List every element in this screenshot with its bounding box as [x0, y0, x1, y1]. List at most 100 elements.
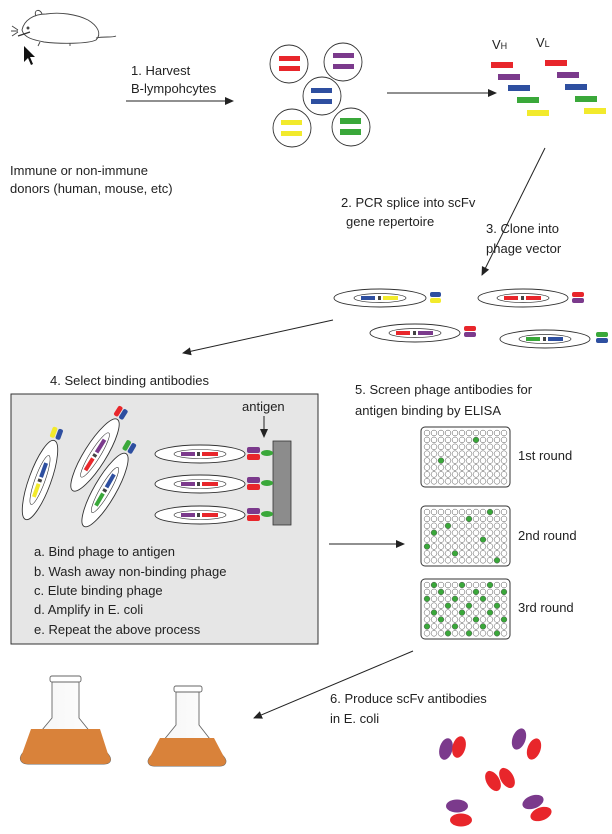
b-cell-purple — [323, 42, 363, 82]
plate-well — [493, 471, 501, 478]
plate-well — [479, 557, 487, 564]
plate-well — [444, 588, 452, 596]
plate-well — [479, 508, 487, 516]
plate-well — [465, 588, 473, 596]
plate-well — [458, 595, 466, 602]
plate-well — [479, 581, 487, 589]
plate-well — [465, 616, 473, 623]
plate-well — [493, 536, 501, 543]
plate-well — [493, 464, 501, 471]
plate-well — [493, 616, 501, 623]
plate-well — [500, 450, 508, 457]
plate-well — [493, 595, 501, 602]
plate-well — [500, 623, 508, 630]
plate-well — [486, 464, 494, 471]
antigen-surface — [272, 440, 292, 526]
mouse-icon — [11, 9, 117, 47]
plate-well — [465, 595, 473, 602]
plate-well — [451, 464, 459, 471]
elisa-plate-round-1 — [420, 426, 511, 488]
plate-well — [472, 464, 480, 471]
b-cell-yellow — [272, 108, 312, 148]
plate-well — [465, 443, 473, 450]
plate-well — [465, 457, 473, 464]
plate-well — [437, 478, 445, 485]
plate-well — [458, 429, 466, 437]
plate-well — [493, 550, 501, 557]
plate-well — [423, 457, 431, 464]
plate-well — [430, 464, 438, 471]
step1-label-line2: B-lympohcytes — [131, 81, 217, 96]
plate-well — [472, 550, 480, 557]
bound-phage — [154, 505, 273, 525]
step6-label-line2: in E. coli — [330, 711, 380, 726]
arrow-to-selection — [182, 319, 334, 356]
plate-well — [458, 436, 466, 444]
plate-well — [423, 630, 431, 637]
plate-well — [493, 588, 501, 596]
plate-well — [479, 457, 487, 464]
plate-well — [479, 436, 487, 444]
plate-well — [486, 543, 494, 550]
plate-well — [486, 550, 494, 557]
plate-well — [458, 450, 466, 457]
plate-well — [465, 464, 473, 471]
phage-particle — [70, 405, 128, 492]
plate-well — [437, 515, 445, 523]
scfv-antibody — [485, 767, 515, 792]
plate-well — [430, 616, 438, 623]
plate-well — [458, 536, 466, 543]
plate-well — [423, 581, 431, 589]
plate-well — [486, 595, 494, 602]
plate-well — [430, 443, 438, 450]
plate-well — [479, 630, 487, 637]
step3-label-line2: phage vector — [486, 241, 562, 256]
plate-well — [437, 443, 445, 450]
round-label-3: 3rd round — [518, 600, 574, 615]
plate-well — [465, 543, 473, 550]
plate-well — [479, 602, 487, 609]
plate-well — [486, 515, 494, 523]
plate-well — [472, 443, 480, 450]
plate-well — [444, 536, 452, 543]
scfv-antibody — [439, 736, 466, 760]
plate-well — [451, 581, 459, 589]
plate-well — [451, 443, 459, 450]
plate-well — [479, 550, 487, 557]
plate-well — [458, 588, 466, 596]
plate-well — [493, 443, 501, 450]
plate-well — [493, 478, 501, 485]
plate-well — [500, 429, 508, 437]
plate-well — [444, 443, 452, 450]
step2-label-line2: gene repertoire — [346, 214, 435, 229]
plate-well — [451, 602, 459, 609]
plate-well — [437, 550, 445, 557]
plate-well — [500, 457, 508, 464]
plate-well — [444, 436, 452, 444]
plate-well — [437, 508, 445, 516]
plate-well — [472, 457, 480, 464]
plate-well — [500, 581, 508, 589]
plate-well — [486, 443, 494, 450]
plate-well — [430, 588, 438, 596]
plate-well — [444, 609, 452, 616]
plate-well — [465, 478, 473, 485]
plate-well — [444, 557, 452, 564]
plate-well — [444, 623, 452, 630]
plate-well — [437, 557, 445, 564]
plate-well — [486, 536, 494, 543]
plate-well — [423, 550, 431, 557]
positive-well — [423, 623, 431, 630]
plate-well — [451, 616, 459, 623]
plate-well — [472, 595, 480, 602]
positive-well — [486, 581, 494, 589]
vh-gene-fragments — [491, 62, 549, 116]
plate-well — [493, 429, 501, 437]
step3-label-line1: 3. Clone into — [486, 221, 559, 236]
plate-well — [472, 471, 480, 478]
plate-well — [472, 609, 480, 616]
plate-well — [437, 529, 445, 536]
plate-well — [500, 595, 508, 602]
plate-well — [500, 522, 508, 529]
